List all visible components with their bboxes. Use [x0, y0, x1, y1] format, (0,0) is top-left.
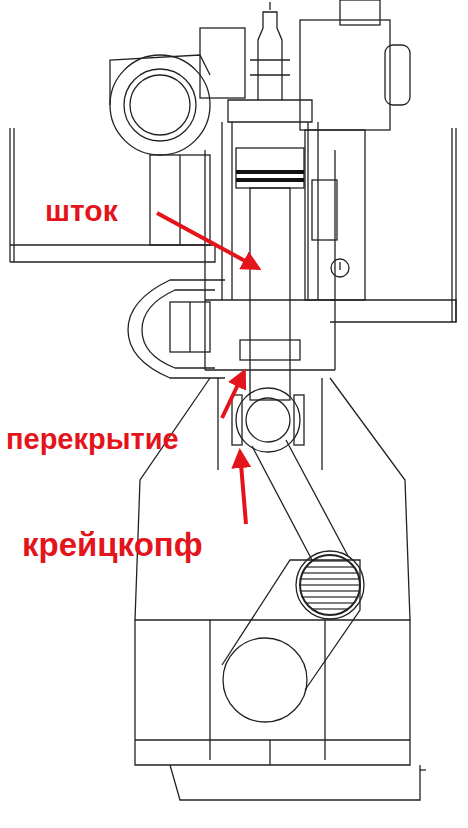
part-label: крейцкопф — [22, 528, 203, 561]
part-label: перекрытие — [6, 425, 179, 454]
part-label: шток — [45, 196, 118, 226]
